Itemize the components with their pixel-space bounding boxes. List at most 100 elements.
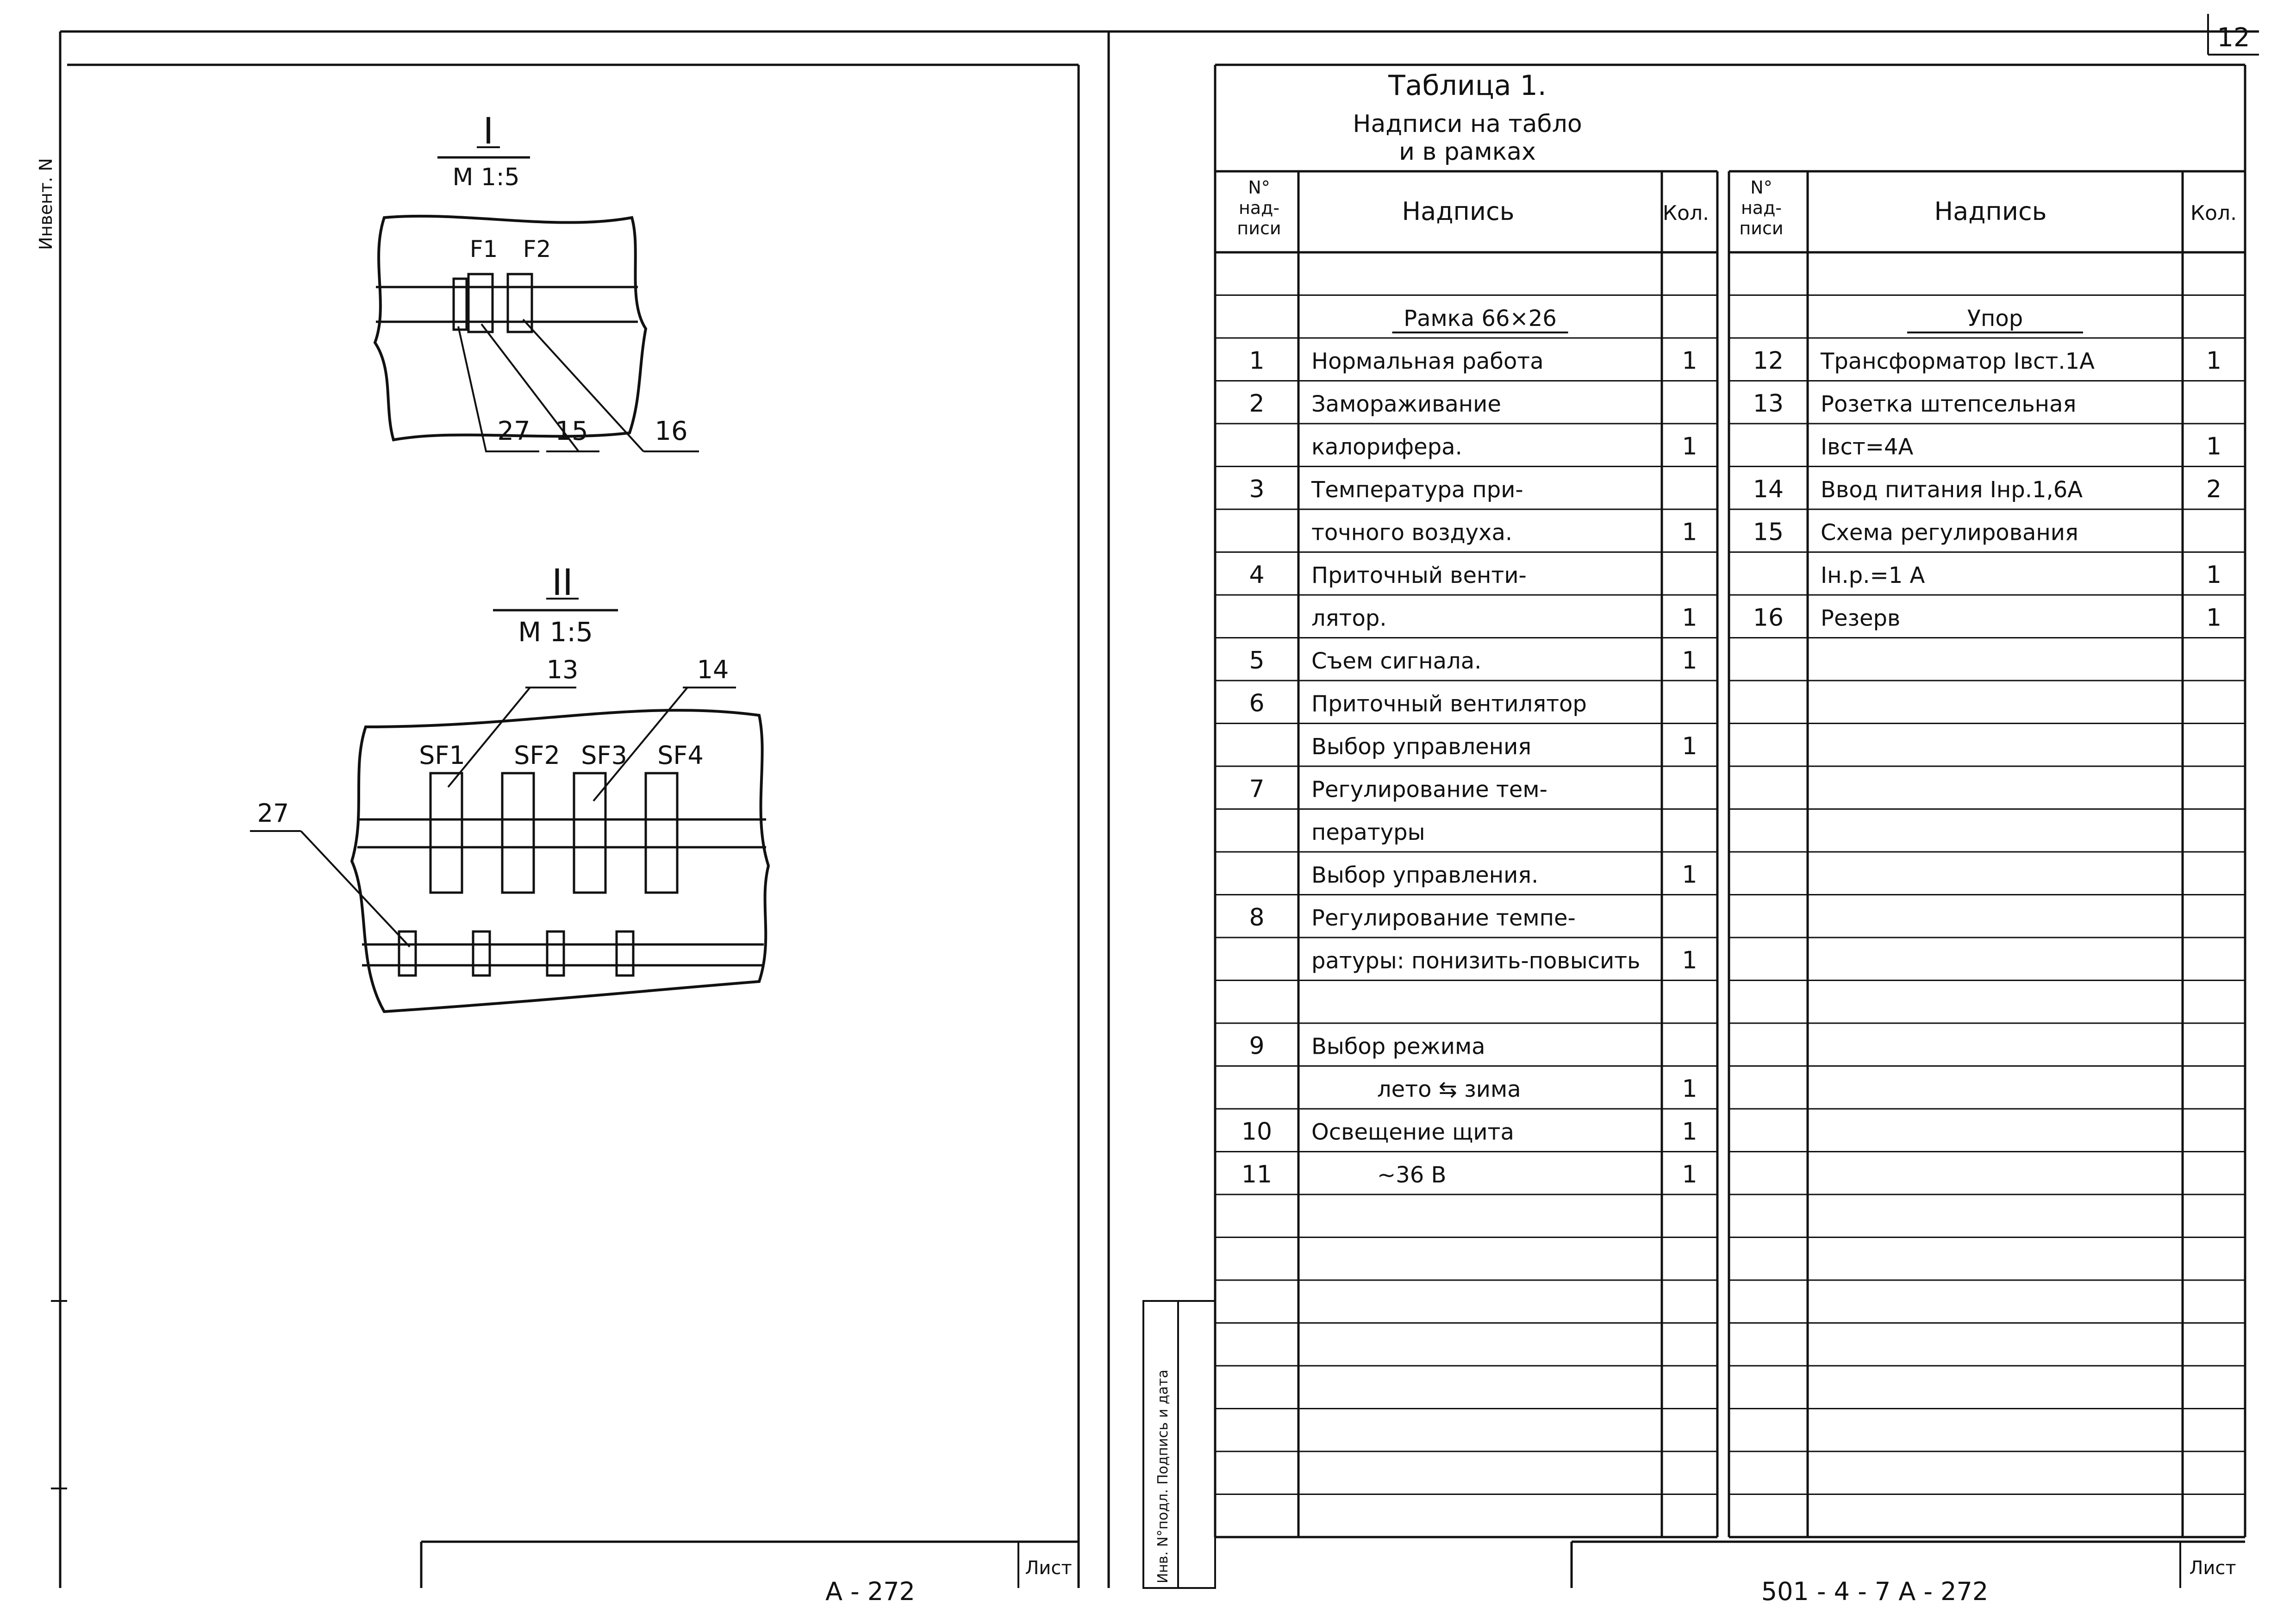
right-title-block: Лист 501 - 4 - 7 А - 272 [1570,1540,2245,1606]
left-header-no-1: N° [1248,177,1270,198]
view-2-terminal-2 [472,930,491,977]
inscription-text: Выбор управления. [1311,863,1538,888]
left-table-row: 5 Съем сигнала. 1 [1249,647,1697,675]
right-header-no-3: писи [1739,218,1783,238]
right-header-text: Надпись [1934,197,2047,226]
inscription-text: Ввод питания Iнр.1,6А [1821,477,2083,503]
view-2-callout-27: 27 [257,799,289,828]
view-2-label-sf4: SF4 [657,741,704,770]
view-1-breaker-f2 [506,273,533,333]
row-quantity: 1 [1682,647,1697,675]
left-stamp-label: Лист [1025,1557,1072,1579]
left-table-row: 4 Приточный венти- [1249,561,1526,589]
row-quantity: 1 [1682,519,1697,546]
right-table-row: Iвст=4А 1 [1821,433,2221,461]
right-stamp-code: 501 - 4 - 7 А - 272 [1761,1577,1988,1606]
margin-label: Инвент. N [36,158,56,250]
view-1-callout-27: 27 [497,416,530,446]
table-title-line-3: и в рамках [1399,138,1536,166]
row-quantity: 1 [1682,604,1697,632]
view-2-label-sf3: SF3 [581,741,627,770]
inscription-text: Съем сигнала. [1311,648,1481,674]
inscription-text: лятор. [1311,606,1387,631]
inscription-text: ратуры: понизить-повысить [1311,948,1640,974]
inscription-text: точного воздуха. [1311,520,1512,546]
table-grid [1214,63,2246,1538]
left-table-row: 6 Приточный вентилятор [1249,690,1586,718]
page-number: 12 [2217,23,2250,53]
right-table-row: 16 Резерв 1 [1753,604,2221,632]
inscription-text: Температура при- [1311,477,1523,503]
left-table-row: лятор. 1 [1311,604,1697,632]
row-number: 10 [1242,1118,1272,1146]
view-1-scale: М 1:5 [452,163,519,191]
inscription-text: Выбор режима [1311,1034,1485,1060]
view-2-terminal-1 [398,930,417,977]
row-number: 6 [1249,690,1264,718]
table-title-line-2: Надписи на табло [1353,110,1582,138]
side-stamp: Инв. N°подл. Подпись и дата [1142,1300,1216,1589]
right-header-no-2: над- [1741,198,1782,218]
view-2-breaker-sf3 [573,772,607,894]
view-1: I М 1:5 F1 F2 27 15 16 [373,111,699,452]
left-table-row: Выбор управления. 1 [1311,861,1697,889]
view-1-breaker-f1 [467,273,494,333]
view-1-roman: I [483,111,493,152]
view-2-label-sf1: SF1 [419,741,465,770]
row-number: 11 [1242,1161,1272,1188]
view-1-label-f2: F2 [523,236,551,263]
row-number: 5 [1249,647,1264,675]
inscription-text: Приточный венти- [1311,563,1527,588]
row-quantity: 1 [2206,433,2221,461]
row-quantity: 1 [1682,1161,1697,1188]
row-quantity: 1 [1682,433,1697,461]
view-1-breaker-27 [452,277,468,331]
row-number: 3 [1249,475,1264,503]
inscription-text: Приточный вентилятор [1311,691,1587,717]
inscription-text: пературы [1311,819,1425,845]
view-2-breaker-sf4 [644,772,679,894]
inscription-text: Схема регулирования [1821,520,2078,546]
left-table-row: калорифера. 1 [1311,433,1697,461]
view-2: II М 1:5 SF1 SF2 SF3 SF4 13 14 27 [250,562,770,1013]
inscription-text: Нормальная работа [1311,349,1544,375]
inscription-text: Регулирование тем- [1311,777,1547,803]
row-quantity: 1 [1682,947,1697,975]
right-stamp-label: Лист [2189,1557,2236,1579]
left-table-row: Рамка 66×26 [1392,306,1568,334]
inscription-text: Выбор управления [1311,734,1531,760]
row-quantity: 1 [1682,1075,1697,1103]
row-number: 15 [1753,519,1784,546]
inscription-text: калорифера. [1311,434,1462,460]
view-2-panel-outline [350,709,770,1013]
inscription-text: Трансформатор Iвст.1А [1820,349,2095,375]
left-table-row: Выбор управления 1 [1311,732,1697,760]
left-table-row: 7 Регулирование тем- [1249,775,1547,803]
inscription-text: Iвст=4А [1821,434,1914,460]
row-quantity: 1 [2206,347,2221,375]
row-number: 7 [1249,775,1264,803]
right-header-qty: Кол. [2190,201,2237,225]
row-quantity: 1 [2206,604,2221,632]
view-2-breaker-sf1 [429,772,463,894]
row-quantity: 1 [1682,732,1697,760]
left-header-no-3: писи [1237,218,1281,238]
row-quantity: 1 [1682,861,1697,889]
row-quantity: 1 [1682,347,1697,375]
row-number: 4 [1249,561,1264,589]
frame-heading: Рамка 66×26 [1404,306,1557,331]
left-table-row: точного воздуха. 1 [1311,519,1697,546]
inscription-text: Освещение щита [1311,1119,1514,1145]
row-number: 2 [1249,390,1264,418]
view-2-roman: II [552,562,573,604]
view-2-terminal-3 [546,930,565,977]
row-number: 16 [1753,604,1784,632]
inscription-text: Резерв [1821,606,1900,631]
